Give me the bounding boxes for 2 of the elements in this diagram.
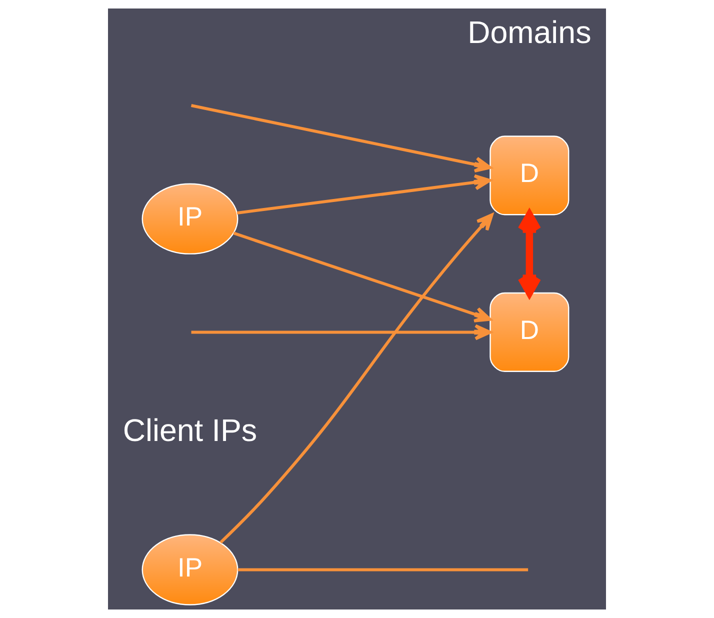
label: Client IPs (122, 413, 258, 448)
label: Domains (468, 15, 592, 50)
